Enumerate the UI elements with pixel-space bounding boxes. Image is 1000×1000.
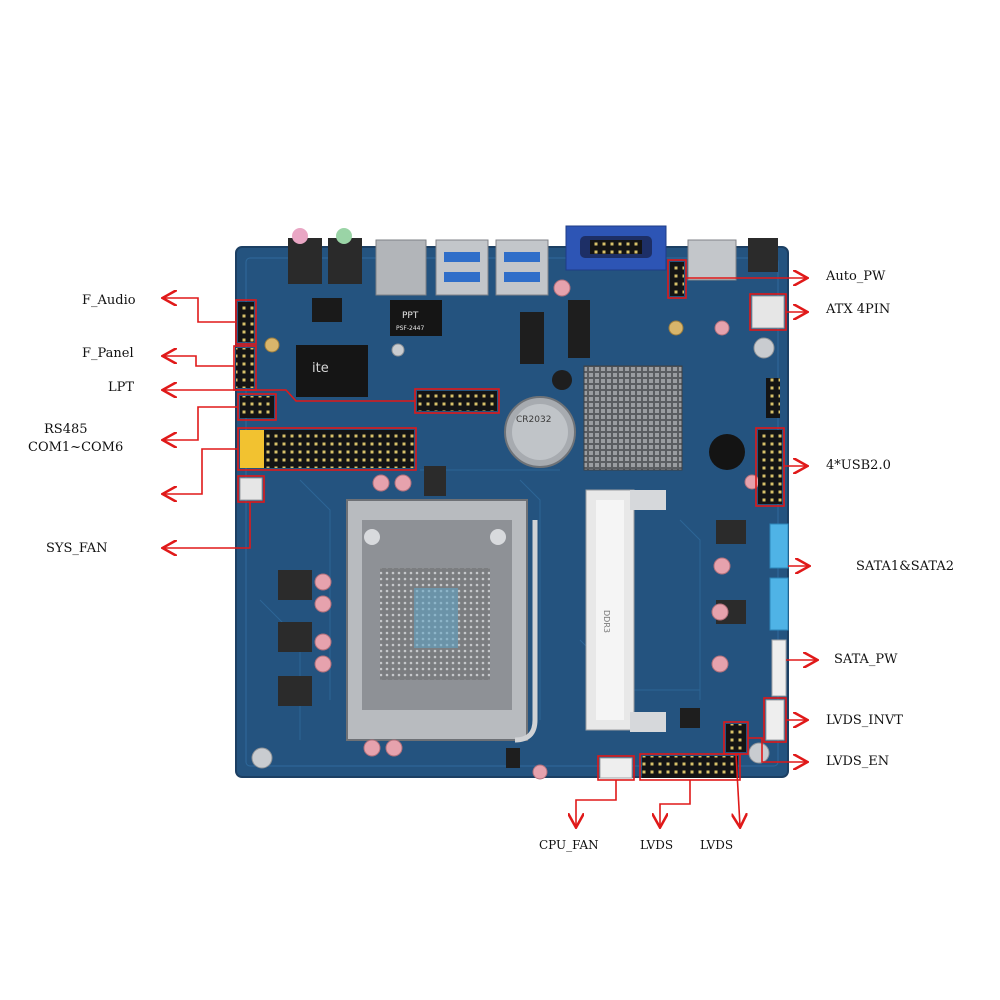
label-lvds-invt: LVDS_INVT: [826, 713, 903, 728]
arrow-f-panel: [164, 356, 234, 367]
inductor: [552, 370, 572, 390]
lvds-en-jumper: [726, 724, 746, 752]
hdmi-port: [687, 239, 737, 281]
label-rs485: RS485: [44, 422, 88, 437]
label-usb2: 4*USB2.0: [826, 458, 891, 473]
f-panel-header: [236, 348, 254, 388]
auto-pw-jumper: [670, 262, 684, 296]
rear-io-audio-jacks: [288, 228, 362, 284]
rs485-header: [240, 396, 274, 418]
msata-slot: [520, 312, 544, 364]
label-atx-4pin: ATX 4PIN: [826, 302, 891, 317]
ite-logo-text: ite: [312, 361, 329, 376]
vga-port: [565, 225, 667, 271]
sata-connectors: [769, 523, 789, 631]
ppt-chip-text: PPT: [402, 311, 419, 321]
label-lpt: LPT: [108, 380, 135, 395]
lvds-header: [642, 756, 738, 778]
label-f-audio: F_Audio: [82, 293, 136, 308]
com1-header-yellow: [240, 430, 264, 468]
sys-fan-header: [239, 477, 263, 501]
highlight-usb: [755, 427, 785, 507]
highlight-auto-pw: [667, 259, 687, 299]
super-io-chip: ite: [296, 345, 368, 397]
rj45-port: [375, 239, 427, 296]
battery-label: CR2032: [516, 415, 551, 425]
arrow-rs485: [164, 406, 238, 440]
ram-slot-label: DDR3: [602, 610, 611, 633]
chipset-heatsink: [583, 365, 683, 471]
cpu-fan-header: [599, 757, 633, 779]
small-chip: [312, 298, 342, 322]
small-chip: [680, 708, 700, 728]
lan-transformer: PPT PSF-2447: [390, 300, 442, 336]
standoff: [668, 320, 684, 336]
arrow-lvds-1: [660, 780, 691, 826]
usb3-port-1: [435, 239, 489, 296]
com-headers: [264, 430, 414, 468]
dc-jack: [748, 238, 778, 272]
label-com: COM1~COM6: [28, 440, 124, 455]
sodimm-slot: DDR3: [585, 489, 666, 732]
usb3-port-2: [495, 239, 549, 296]
cmos-battery: CR2032: [504, 396, 576, 468]
ppt-chip-model: PSF-2447: [396, 325, 424, 332]
label-sys-fan: SYS_FAN: [46, 541, 108, 556]
f-audio-header: [238, 302, 254, 342]
sata-pw-connector: [771, 639, 787, 697]
arrow-com: [164, 448, 238, 494]
label-sata: SATA1&SATA2: [856, 559, 954, 574]
lpt-header: [417, 391, 497, 411]
arrow-cpu-fan: [576, 780, 617, 826]
arrow-lvds-en: [748, 737, 806, 762]
highlight-sys-fan: [237, 475, 265, 503]
label-lvds-en: LVDS_EN: [826, 754, 890, 769]
atx-4pin-connector: [751, 295, 785, 329]
arrow-f-audio: [164, 298, 236, 323]
arrow-lvds-2: [736, 753, 740, 826]
minipcie-slot: [568, 300, 590, 358]
small-chip: [506, 748, 520, 768]
usb2-headers: [758, 430, 782, 504]
label-lvds-2: LVDS: [700, 838, 734, 852]
standoff: [264, 337, 280, 353]
label-lvds-1: LVDS: [640, 838, 674, 852]
buzzer: [709, 434, 745, 470]
capacitors: [314, 279, 760, 780]
arrow-lpt: [164, 390, 415, 402]
cpu-socket: [346, 499, 538, 743]
label-sata-pw: SATA_PW: [834, 652, 898, 667]
label-cpu-fan: CPU_FAN: [539, 838, 599, 852]
lvds-invt-connector: [765, 699, 785, 741]
extra-header: [766, 378, 780, 418]
leader-arrows: [164, 278, 816, 826]
arrow-sys-fan: [164, 502, 251, 548]
label-auto-pw: Auto_PW: [826, 269, 886, 284]
label-f-panel: F_Panel: [82, 346, 134, 361]
